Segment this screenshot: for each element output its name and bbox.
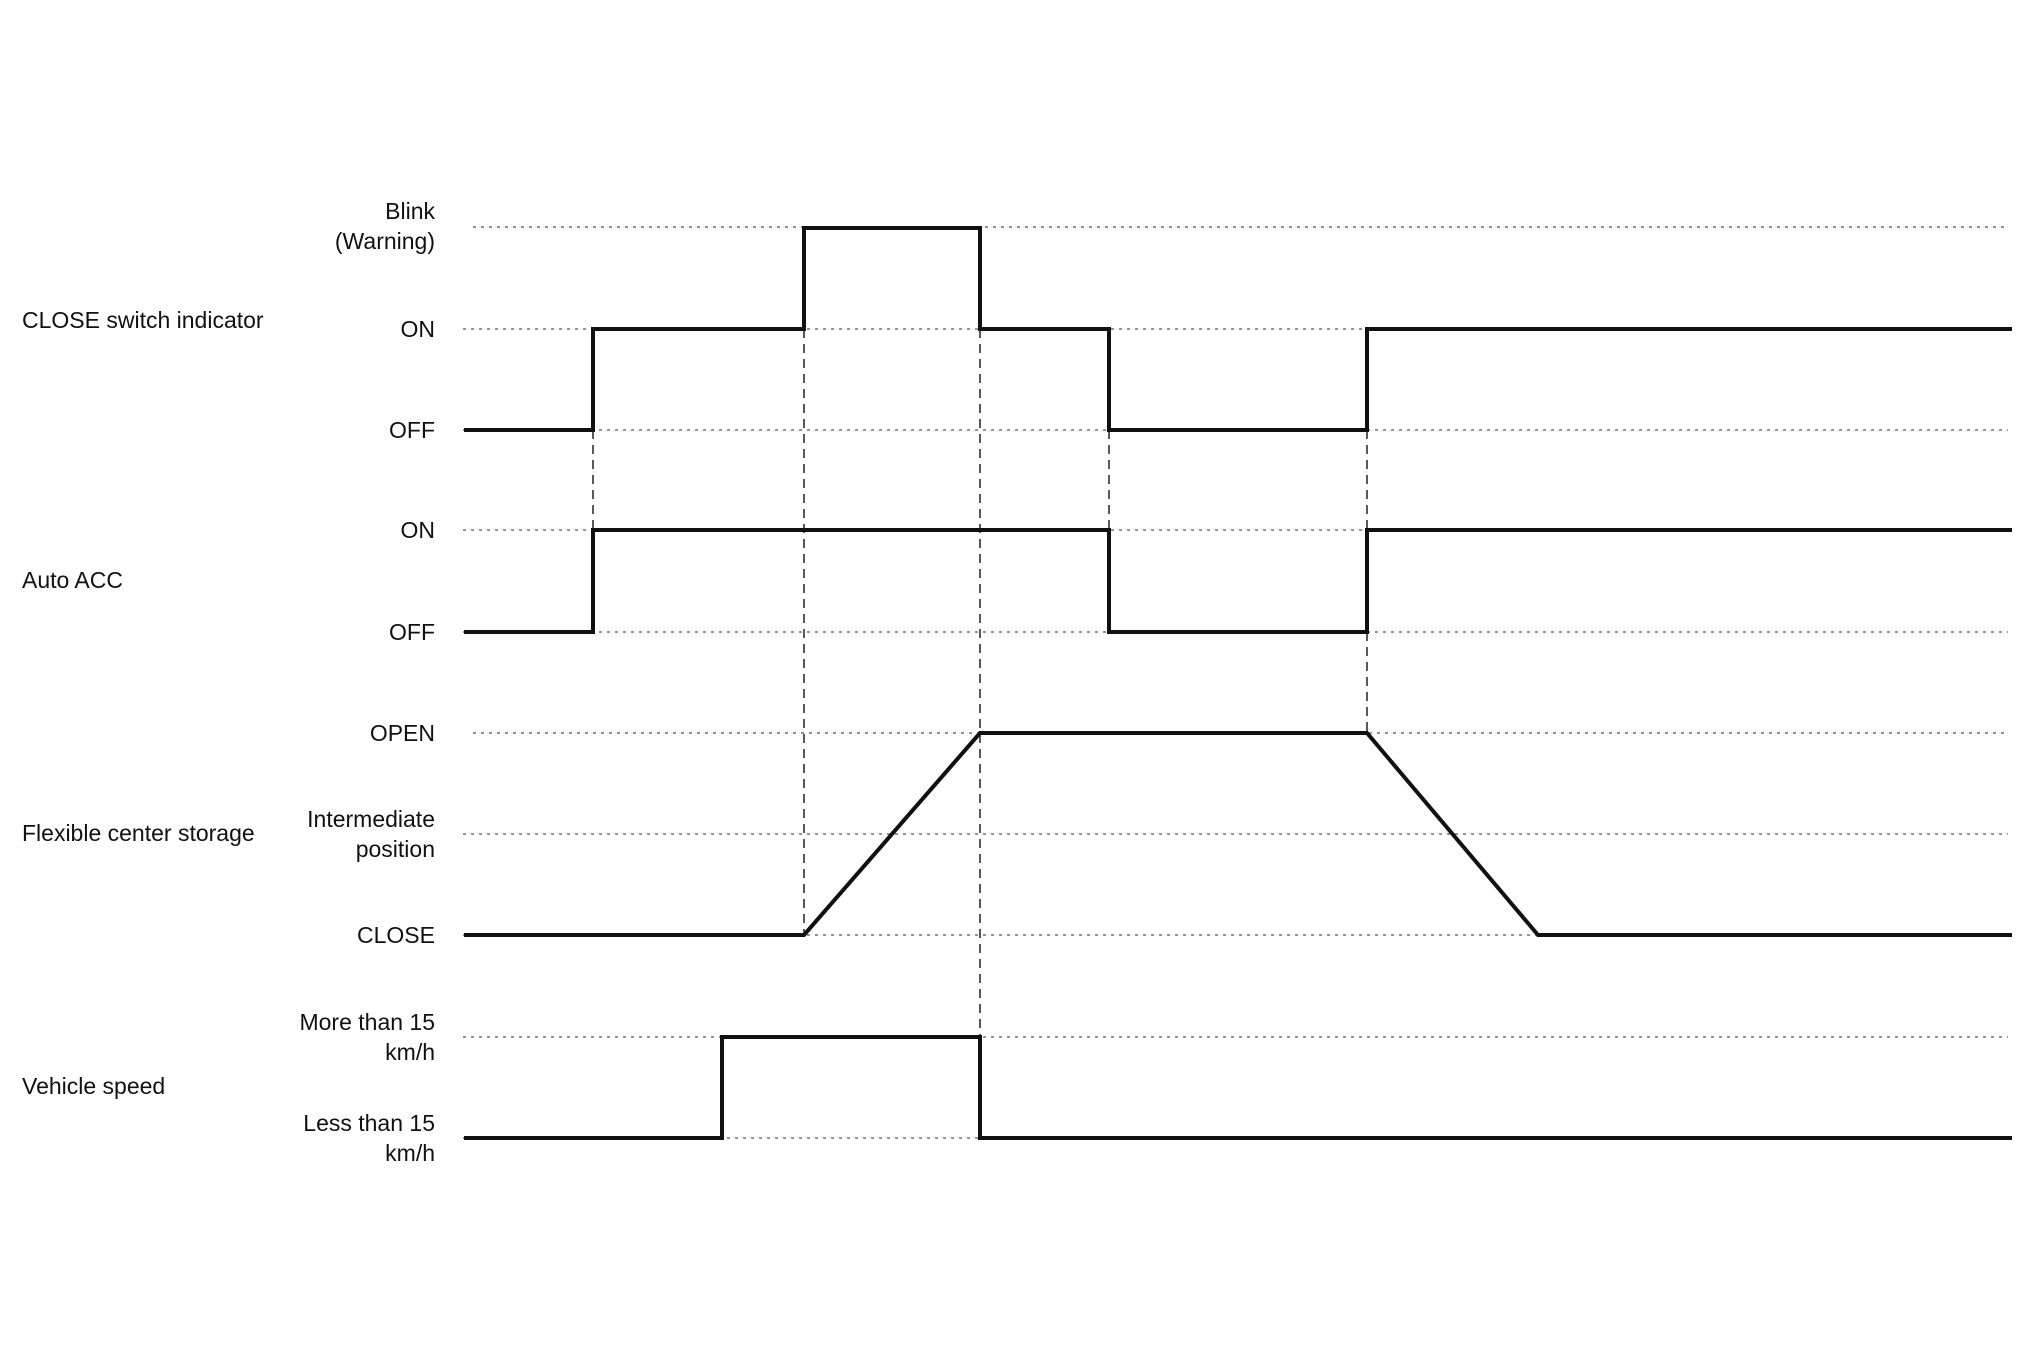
signal-names: CLOSE switch indicator Auto ACC Flexible… — [22, 307, 264, 1099]
level-label-acc-off: OFF — [389, 619, 435, 645]
level-label-acc-on: ON — [401, 517, 436, 543]
level-label-indicator-off: OFF — [389, 417, 435, 443]
wave-auto-acc — [464, 528, 2012, 634]
signal-name-flexible-center-storage: Flexible center storage — [22, 820, 255, 846]
level-label-open: OPEN — [370, 720, 435, 746]
event-markers — [592, 329, 1368, 1037]
level-label-speed-more-than: More than 15 — [299, 1009, 435, 1035]
level-guides — [463, 226, 2008, 1139]
level-label-speed-low-unit: km/h — [385, 1140, 435, 1166]
signal-name-vehicle-speed: Vehicle speed — [22, 1073, 165, 1099]
wave-flexible-center-storage — [464, 731, 2012, 937]
level-label-indicator-on: ON — [401, 316, 436, 342]
signal-name-close-switch-indicator: CLOSE switch indicator — [22, 307, 264, 333]
level-label-speed-less-than: Less than 15 — [303, 1110, 435, 1136]
level-label-position: position — [356, 836, 435, 862]
level-label-speed-high-unit: km/h — [385, 1039, 435, 1065]
signal-name-auto-acc: Auto ACC — [22, 567, 123, 593]
level-label-blink: Blink — [385, 198, 435, 224]
level-label-close: CLOSE — [357, 922, 435, 948]
wave-close-switch-indicator — [464, 226, 2012, 432]
level-labels: Blink (Warning) ON OFF ON OFF OPEN Inter… — [299, 198, 435, 1166]
level-label-intermediate: Intermediate — [307, 806, 435, 832]
level-label-warning: (Warning) — [335, 228, 435, 254]
wave-vehicle-speed — [464, 1035, 2012, 1140]
waveforms — [464, 226, 2012, 1140]
